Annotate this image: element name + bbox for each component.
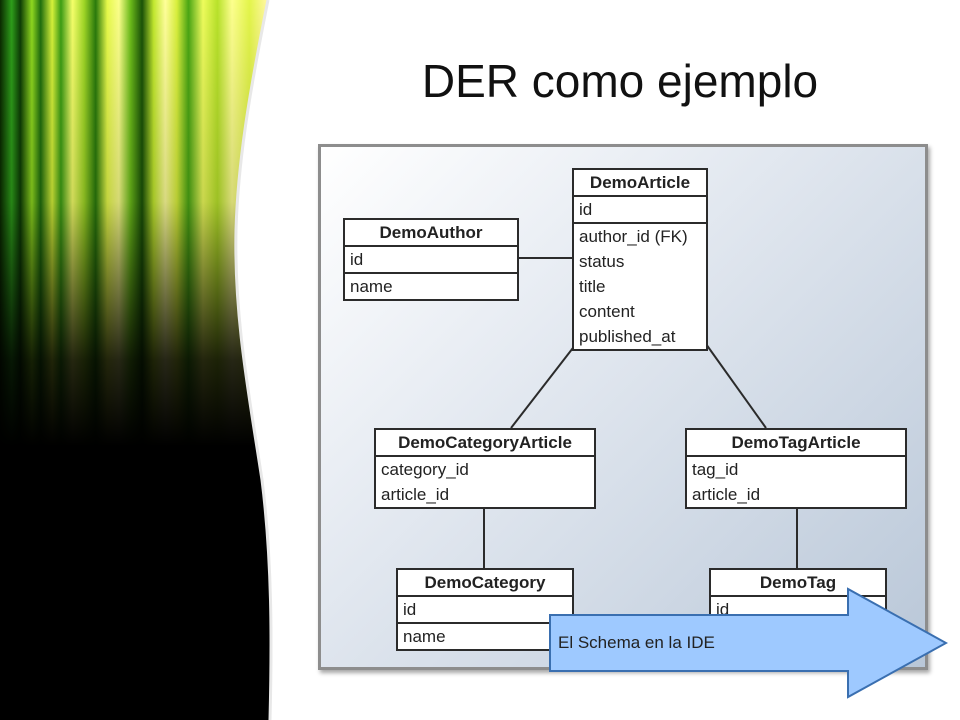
er-diagram: DemoArticle id author_id (FK) status tit… (318, 144, 928, 670)
attribute: tag_id (692, 460, 739, 479)
attribute-group: id (574, 197, 706, 224)
attribute: id (579, 200, 593, 219)
entity-demo-tag-article: DemoTagArticle tag_id article_id (685, 428, 907, 509)
attribute: author_id (FK) (579, 227, 688, 246)
attribute: name (403, 627, 446, 646)
attribute: article_id (692, 485, 761, 504)
attribute: article_id (381, 485, 450, 504)
attribute: title (579, 277, 606, 296)
entity-name: DemoAuthor (345, 220, 517, 247)
entity-name: DemoCategory (398, 570, 572, 597)
relationship-line (705, 343, 767, 429)
curtain-decoration (0, 0, 273, 720)
relationship-line (510, 343, 577, 429)
relationship-lines (483, 257, 798, 568)
attribute-group: name (345, 274, 517, 299)
attribute: status (579, 252, 625, 271)
entity-demo-category-article: DemoCategoryArticle category_id article_… (374, 428, 596, 509)
attribute-group: id (345, 247, 517, 274)
attribute-group: tag_id article_id (687, 457, 905, 507)
entity-name: DemoCategoryArticle (376, 430, 594, 457)
attribute: category_id (381, 460, 469, 479)
entity-demo-author: DemoAuthor id name (343, 218, 519, 301)
entity-name: DemoArticle (574, 170, 706, 197)
attribute-group: category_id article_id (376, 457, 594, 507)
entity-demo-category: DemoCategory id name (396, 568, 574, 651)
attribute: content (579, 302, 635, 321)
attribute: published_at (579, 327, 676, 346)
attribute: id (350, 250, 364, 269)
slide-title: DER como ejemplo (421, 55, 819, 107)
attribute-group: name (398, 624, 572, 649)
attribute: id (403, 600, 417, 619)
callout-arrow: El Schema en la IDE (548, 587, 948, 699)
entity-name: DemoTag (711, 570, 885, 597)
callout-text: El Schema en la IDE (558, 633, 715, 652)
attribute-group: id (398, 597, 572, 624)
entity-name: DemoTagArticle (687, 430, 905, 457)
attribute-group: author_id (FK) status title content publ… (574, 224, 706, 349)
callout-arrow-shape (549, 587, 948, 699)
entity-demo-article: DemoArticle id author_id (FK) status tit… (572, 168, 708, 351)
attribute: name (350, 277, 393, 296)
